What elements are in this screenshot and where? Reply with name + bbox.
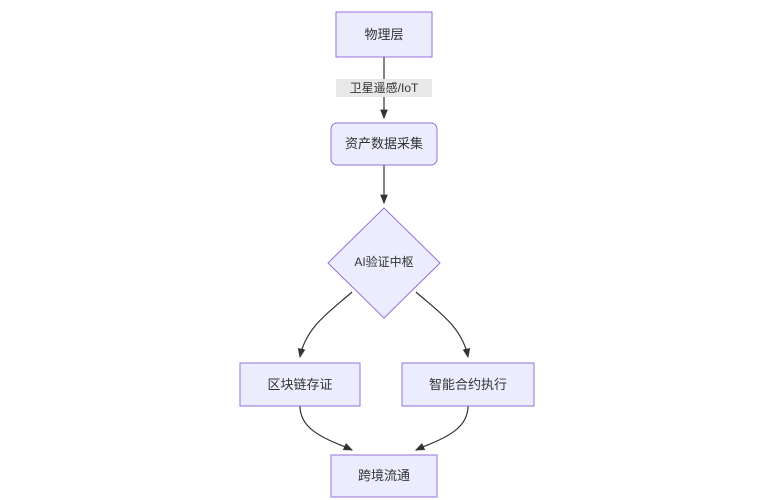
node-blockchain-evidence[interactable]: 区块链存证: [239, 362, 361, 407]
node-shape-smart-contract[interactable]: [401, 362, 535, 407]
node-label-cross-border-flow: 跨境流通: [358, 468, 410, 483]
edge-ai-verification-hub-to-blockchain-evidence: [297, 291, 353, 359]
node-shape-cross-border-flow[interactable]: [330, 454, 438, 498]
node-label-asset-data-collection: 资产数据采集: [345, 136, 423, 151]
node-physical-layer[interactable]: 物理层: [335, 11, 433, 58]
node-label-physical-layer: 物理层: [364, 27, 403, 42]
node-ai-verification-hub[interactable]: AI验证中枢: [327, 207, 441, 319]
node-shape-ai-verification-hub[interactable]: [327, 207, 441, 319]
edge-label-satellite-iot: 卫星遥感/IoT: [350, 80, 419, 95]
node-cross-border-flow[interactable]: 跨境流通: [330, 454, 438, 498]
edge-label-group: 卫星遥感/IoT: [336, 79, 432, 97]
node-smart-contract[interactable]: 智能合约执行: [401, 362, 535, 407]
node-shape-asset-data-collection[interactable]: [330, 122, 438, 166]
node-shape-physical-layer[interactable]: [335, 11, 433, 58]
edge-ai-verification-hub-to-smart-contract: [415, 291, 471, 359]
edge-group: [297, 57, 471, 451]
node-asset-data-collection[interactable]: 资产数据采集: [330, 122, 438, 166]
edge-smart-contract-to-cross-border-flow: [414, 405, 469, 451]
node-label-ai-verification-hub: AI验证中枢: [354, 254, 413, 269]
edge-label-background-satellite-iot: [336, 79, 432, 97]
edge-blockchain-evidence-to-cross-border-flow: [299, 405, 354, 451]
node-label-smart-contract: 智能合约执行: [429, 377, 507, 392]
node-label-blockchain-evidence: 区块链存证: [267, 377, 332, 392]
node-shape-blockchain-evidence[interactable]: [239, 362, 361, 407]
